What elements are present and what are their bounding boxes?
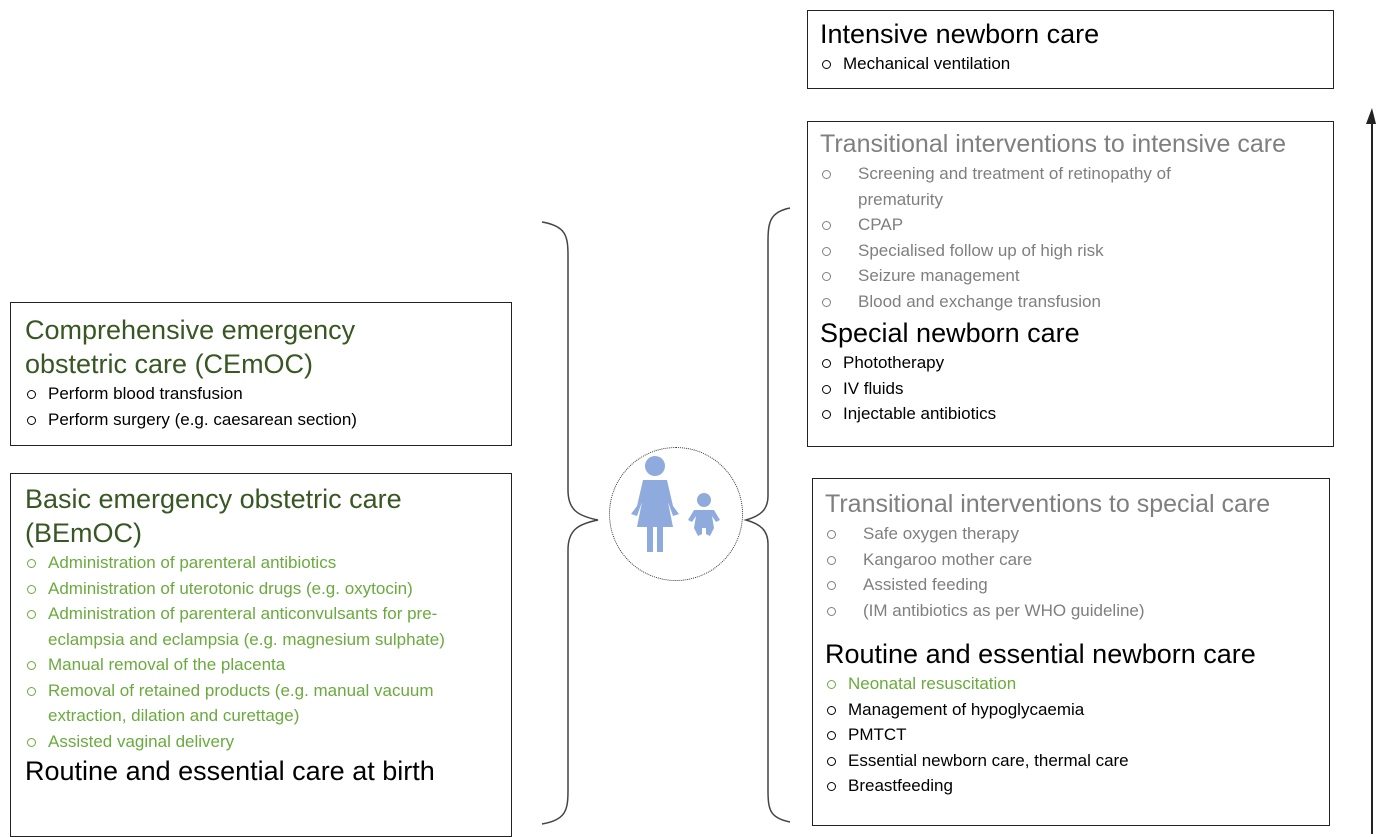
list-item: Neonatal resuscitation [825,671,1319,697]
intensive-title: Intensive newborn care [820,19,1100,49]
transitional-special-title: Transitional interventions to special ca… [825,490,1271,518]
list-item: Specialised follow up of high risk [820,238,1323,264]
transitional-special-list: Safe oxygen therapy Kangaroo mother care… [825,521,1319,623]
list-item: IV fluids [820,376,1323,402]
list-item: Management of hypoglycaemia [825,697,1319,723]
intensive-list: Mechanical ventilation [820,51,1323,77]
list-item: CPAP [820,212,1323,238]
special-box: Transitional interventions to intensive … [807,121,1334,447]
list-item: Seizure management [820,263,1323,289]
transitional-intensive-list: Screening and treatment of retinopathy o… [820,161,1323,314]
list-item: Perform surgery (e.g. caesarean section) [25,407,499,433]
list-item: Removal of retained products (e.g. manua… [25,678,508,729]
bemoc-list: Administration of parenteral antibiotics… [25,550,503,754]
list-item: Phototherapy [820,350,1323,376]
list-item: Administration of parenteral antibiotics [25,550,503,576]
list-item: PMTCT [825,722,1319,748]
list-item: Injectable antibiotics [820,401,1323,427]
left-brace [541,221,599,825]
list-item: Breastfeeding [825,773,1319,799]
right-brace [743,207,791,823]
routine-care-title: Routine and essential care at birth [25,756,435,786]
routine-box: Transitional interventions to special ca… [812,478,1330,826]
special-list: Phototherapy IV fluids Injectable antibi… [820,350,1323,427]
mother-and-baby-icon [631,456,720,552]
cemoc-title: Comprehensive emergency obstetric care (… [25,315,356,379]
list-item: Assisted vaginal delivery [25,729,503,755]
cemoc-list: Perform blood transfusion Perform surger… [25,381,499,432]
bemoc-title: Basic emergency obstetric care (BEmOC) [25,484,402,548]
list-item: Kangaroo mother care [825,547,1319,573]
list-item: Mechanical ventilation [820,51,1323,77]
arrow-head [1366,108,1376,124]
list-item: Manual removal of the placenta [25,652,503,678]
intensive-box: Intensive newborn care Mechanical ventil… [807,10,1334,89]
special-title: Special newborn care [820,318,1080,348]
bemoc-box: Basic emergency obstetric care (BEmOC) A… [10,473,512,837]
routine-newborn-title: Routine and essential newborn care [825,639,1256,669]
list-item: Screening and treatment of retinopathy o… [820,161,1258,212]
list-item: Assisted feeding [825,572,1319,598]
list-item: (IM antibiotics as per WHO guideline) [825,598,1319,624]
list-item: Blood and exchange transfusion [820,289,1323,315]
cemoc-box: Comprehensive emergency obstetric care (… [10,302,512,446]
list-item: Safe oxygen therapy [825,521,1319,547]
routine-newborn-list: Management of hypoglycaemia PMTCT Essent… [825,697,1319,799]
list-item: Perform blood transfusion [25,381,499,407]
routine-newborn-green-list: Neonatal resuscitation [825,671,1319,697]
mother-circle [609,447,743,581]
list-item: Administration of uterotonic drugs (e.g.… [25,576,503,602]
transitional-intensive-title: Transitional interventions to intensive … [820,130,1286,158]
list-item: Essential newborn care, thermal care [825,748,1319,774]
list-item: Administration of parenteral anticonvuls… [25,601,488,652]
